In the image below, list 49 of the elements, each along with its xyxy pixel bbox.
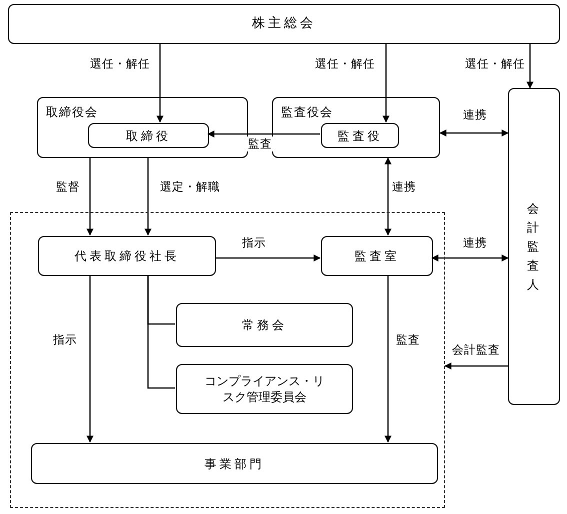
arrow bbox=[444, 362, 508, 370]
arrow bbox=[526, 44, 534, 89]
meeting-box bbox=[8, 4, 560, 44]
edge-label: 選任・解任 bbox=[88, 56, 152, 72]
arrow bbox=[86, 158, 94, 236]
edge-label: 指示 bbox=[51, 332, 79, 348]
board-box bbox=[272, 97, 440, 158]
arrow bbox=[431, 254, 509, 262]
division-box bbox=[31, 443, 438, 484]
arrow bbox=[156, 44, 164, 123]
role-box bbox=[88, 123, 209, 148]
box-label: 監査役 bbox=[336, 128, 384, 144]
board-heading: 取締役会 bbox=[46, 104, 98, 120]
box-label: 監査室 bbox=[354, 248, 400, 264]
edge-label: 連携 bbox=[461, 108, 489, 122]
box-label: 事業部門 bbox=[204, 456, 266, 472]
edge-label: 選任・解任 bbox=[463, 56, 527, 72]
committee-box bbox=[176, 303, 353, 347]
board-heading: 監査役会 bbox=[281, 104, 333, 120]
box-label: 会計監査人 bbox=[527, 200, 541, 293]
auditor-box bbox=[508, 88, 560, 405]
edge-label: 監査 bbox=[394, 332, 422, 348]
edge-label: 連携 bbox=[390, 180, 418, 194]
box-label: コンプライアンス・リスク管理委員会 bbox=[204, 373, 326, 405]
arrow bbox=[215, 254, 321, 262]
committee-box bbox=[176, 364, 353, 414]
edge-label: 会計監査 bbox=[450, 342, 502, 358]
arrow bbox=[384, 157, 392, 236]
office-box bbox=[321, 236, 433, 276]
arrow bbox=[86, 275, 94, 443]
arrow bbox=[384, 275, 392, 443]
edge-label: 連携 bbox=[461, 236, 489, 250]
arrow bbox=[382, 44, 390, 123]
box-label: 常務会 bbox=[241, 317, 288, 333]
role-box bbox=[38, 236, 216, 276]
edge-label: 監督 bbox=[54, 180, 82, 194]
arrow bbox=[207, 130, 320, 138]
box-label: 取締役 bbox=[125, 128, 172, 144]
arrow bbox=[439, 130, 509, 136]
arrow bbox=[144, 158, 152, 236]
role-box bbox=[321, 123, 399, 148]
edge-label: 選任・解任 bbox=[313, 56, 377, 72]
box-label: 代表取締役社長 bbox=[74, 248, 180, 264]
connector-line bbox=[147, 275, 175, 389]
edge-label: 監査 bbox=[246, 136, 274, 152]
board-box bbox=[37, 97, 248, 158]
box-label: 株主総会 bbox=[251, 16, 317, 32]
edge-label: 選定・解職 bbox=[158, 180, 222, 194]
edge-label: 指示 bbox=[240, 236, 268, 250]
